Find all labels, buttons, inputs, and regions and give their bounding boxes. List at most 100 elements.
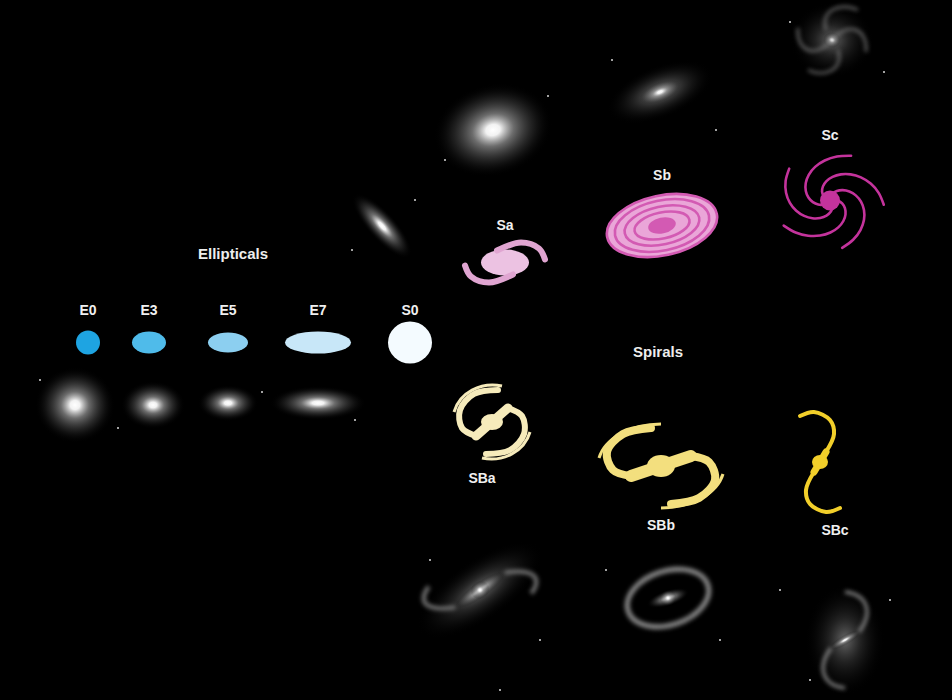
sba-photo-bar <box>451 566 509 614</box>
galaxy-class-figure <box>800 412 840 512</box>
galaxy-bulge <box>481 249 529 275</box>
galaxy-bar <box>476 408 508 436</box>
galaxy-class-shape <box>774 127 886 251</box>
sc-photo-arms <box>798 7 866 73</box>
sa-photo <box>423 70 563 190</box>
galaxy-class: Sb <box>604 167 720 258</box>
galaxy-class-figure <box>388 321 432 363</box>
elliptical-shape <box>76 330 100 354</box>
galaxy-class: Sa <box>463 217 547 289</box>
spiral-arm <box>465 265 513 282</box>
class-label: Sc <box>821 127 838 144</box>
galaxy-class-figure <box>465 242 545 282</box>
stars <box>39 21 891 691</box>
class-label: E0 <box>79 302 96 319</box>
class-label: E3 <box>140 302 157 319</box>
galaxy-class-figure <box>599 424 723 508</box>
lenticular-shape <box>388 321 432 363</box>
star <box>429 559 431 561</box>
galaxy-bulge <box>820 190 840 210</box>
galaxy-class-figure <box>784 155 884 247</box>
elliptical-shape <box>285 331 351 353</box>
galaxy-class-figure <box>601 184 723 266</box>
e3-photo <box>121 381 185 429</box>
star <box>351 249 353 251</box>
star <box>444 159 446 161</box>
galaxy-class-figure <box>208 332 248 352</box>
spiral-arm <box>806 472 840 512</box>
sbc-photo-bar <box>827 627 863 654</box>
galaxy-bar <box>631 456 691 476</box>
spiral-ring <box>621 199 703 252</box>
galaxy-class: SBc <box>780 409 860 539</box>
spiral-arm <box>671 456 715 504</box>
class-label: Sa <box>496 217 513 234</box>
galaxy-bulge <box>647 455 675 477</box>
galaxy-class: E3 <box>131 302 167 355</box>
elliptical-shape <box>208 332 248 352</box>
star <box>117 427 119 429</box>
group-heading: Ellipticals <box>198 245 268 263</box>
sc-photo-arm <box>825 7 858 30</box>
star <box>605 569 607 571</box>
spiral-arm <box>800 412 834 452</box>
star <box>779 589 781 591</box>
spiral-ring <box>632 206 692 243</box>
class-label: E5 <box>219 302 236 319</box>
star <box>261 391 263 393</box>
class-label: E7 <box>309 302 326 319</box>
galaxy-class-figure <box>285 331 351 353</box>
elliptical-shape <box>132 331 166 353</box>
class-label: SBc <box>821 522 848 539</box>
galaxy-class: SBa <box>450 384 534 487</box>
galaxy-disk <box>601 184 723 266</box>
group-heading: Spirals <box>633 343 683 361</box>
e7-photo <box>270 386 366 420</box>
sbc-photo-arm <box>845 592 867 632</box>
class-label: SBa <box>468 470 495 487</box>
sc-photo-arm <box>832 29 866 52</box>
sb-photo-core <box>636 74 684 109</box>
star <box>719 639 721 641</box>
galaxy-class: E7 <box>284 302 352 355</box>
spiral-disk <box>601 184 723 266</box>
sb-photo-disk <box>598 47 721 137</box>
star <box>809 679 811 681</box>
spiral-outer-arm <box>599 424 661 458</box>
galaxy-class: S0 <box>386 302 434 366</box>
star <box>715 129 717 131</box>
sbb-photo-bar <box>645 584 692 613</box>
star <box>414 199 416 201</box>
star <box>789 21 791 23</box>
sba-photo-arm <box>419 581 456 620</box>
star <box>354 419 356 421</box>
sba-photo-disk <box>402 523 558 657</box>
star <box>499 689 501 691</box>
star <box>39 379 41 381</box>
sc-photo-arm <box>808 50 839 73</box>
elliptical-photos <box>35 185 421 443</box>
sbc-photo <box>805 584 885 696</box>
spiral-outer-arm <box>454 385 502 412</box>
star <box>539 639 541 641</box>
sba-photo-core <box>467 577 494 603</box>
galaxy-bulge <box>812 455 828 469</box>
galaxy-class-figure <box>132 331 166 353</box>
star <box>611 59 613 61</box>
star <box>547 95 549 97</box>
spiral-arm <box>497 242 545 259</box>
star <box>889 599 891 601</box>
galaxy-class: SBb <box>595 422 727 534</box>
sba-photo-arm <box>505 560 542 599</box>
spiral-arm <box>607 428 651 476</box>
sc-photo-arm <box>798 28 832 51</box>
e0-photo <box>35 367 115 443</box>
sba-photo <box>401 521 559 658</box>
class-label: SBb <box>647 517 675 534</box>
class-label: S0 <box>401 302 418 319</box>
galaxy-bulge <box>481 414 503 430</box>
s0-photo <box>343 185 420 266</box>
star <box>883 71 885 73</box>
sbc-photo-disk <box>805 584 885 696</box>
